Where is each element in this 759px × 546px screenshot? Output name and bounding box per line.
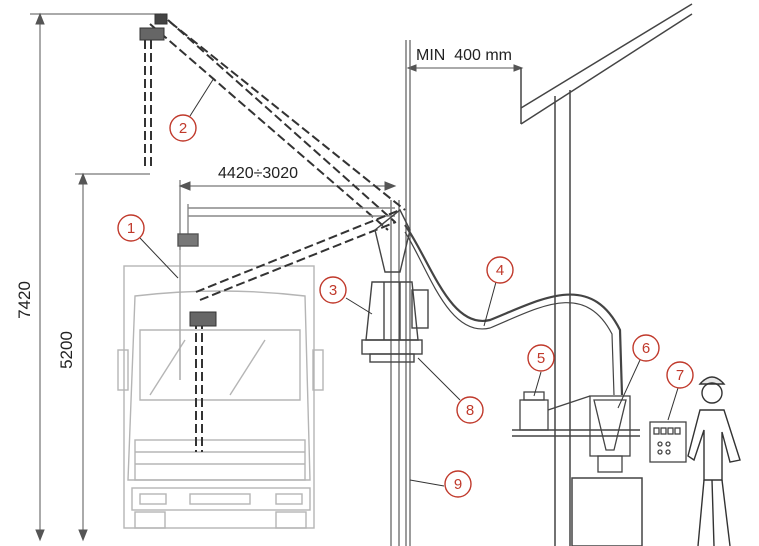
arm-lowered-head [189, 311, 217, 327]
callout-circle-3 [319, 276, 347, 304]
arm-raised-head [139, 13, 168, 41]
building [512, 3, 693, 546]
aspiration-hose [404, 224, 624, 396]
arm-horizontal-position [177, 204, 395, 247]
dimension-lines [30, 12, 524, 542]
hard-hat [698, 376, 726, 385]
callouts [117, 114, 694, 498]
hopper-base [361, 339, 423, 355]
callout-number-6: 6 [642, 340, 650, 357]
callout-circle-2 [169, 114, 197, 142]
discharge-body [589, 395, 631, 457]
truck-bumper [131, 487, 311, 511]
callout-circle-9 [444, 470, 472, 498]
raised-head-block [139, 27, 165, 41]
wiper-left [149, 339, 186, 396]
operator-figure [687, 376, 741, 546]
operator-head [701, 382, 723, 404]
callout-numbers: 1 2 3 4 5 6 7 8 9 [127, 120, 684, 493]
control-panel [649, 421, 687, 463]
truck [117, 265, 324, 529]
column [390, 40, 411, 546]
callout-number-8: 8 [466, 402, 474, 419]
filter-unit [519, 391, 591, 431]
wheel-left [134, 511, 166, 529]
truck-grille [134, 439, 306, 481]
lowered-head-block [189, 311, 217, 327]
dim-label-clearance: MIN 400 mm [416, 47, 512, 64]
callout-number-2: 2 [179, 120, 187, 137]
cabinet [571, 477, 643, 546]
callout-number-4: 4 [496, 262, 504, 279]
truck-cargo-box [123, 265, 315, 529]
dim-label-mid-height: 5200 [57, 331, 76, 369]
callout-circle-4 [486, 256, 514, 284]
operator-legs [697, 479, 731, 546]
arm-raised-upper-beam [159, 13, 406, 211]
hopper-collar [369, 353, 415, 363]
pivot-bracket [374, 208, 411, 273]
callout-circle-1 [117, 214, 145, 242]
callout-circle-7 [666, 361, 694, 389]
mirror-left [117, 349, 129, 391]
callout-circle-8 [456, 396, 484, 424]
dim-label-total-height: 7420 [15, 281, 34, 319]
mirror-right [312, 349, 324, 391]
callout-number-1: 1 [127, 220, 135, 237]
control-panel-box [649, 421, 687, 463]
callout-number-7: 7 [676, 367, 684, 384]
pivot-assembly [361, 208, 429, 363]
truck-windshield [139, 329, 301, 401]
discharge-outlet [597, 455, 623, 473]
filter-body [519, 399, 549, 431]
callout-leaders [139, 77, 679, 487]
roof-line-upper [520, 3, 693, 109]
callout-number-9: 9 [454, 476, 462, 493]
roof-line-lower [520, 13, 693, 125]
callout-circle-5 [527, 344, 555, 372]
discharge-unit [589, 395, 631, 473]
dim-label-reach: 4420÷3020 [218, 165, 298, 182]
callout-number-5: 5 [537, 350, 545, 367]
callout-circle-6 [632, 334, 660, 362]
hopper-motor [411, 289, 429, 329]
arm-raised-position [144, 13, 406, 231]
wiper-right [229, 339, 266, 396]
wheel-right [275, 511, 307, 529]
callout-number-3: 3 [329, 282, 337, 299]
operator-torso [687, 409, 741, 481]
arm-lowered-position [195, 209, 401, 452]
truck-cab [127, 290, 311, 481]
